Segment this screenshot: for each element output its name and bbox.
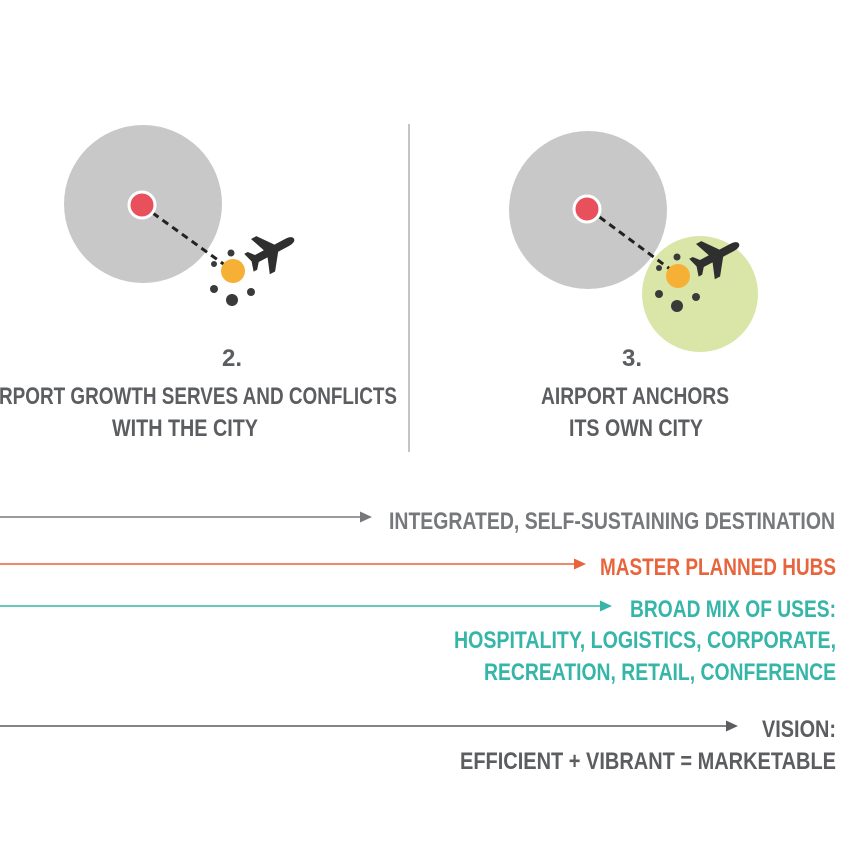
timeline-label-integrated: INTEGRATED, SELF-SUSTAINING DESTINATION [389,508,835,535]
panel-3-cluster-dot [692,293,700,301]
panel-3-cluster-dot [671,300,683,312]
timeline-label-mix-of-uses-line-3: RECREATION, RETAIL, CONFERENCE [484,659,836,686]
panel-2-caption-line-2: WITH THE CITY [112,415,258,442]
panel-3-cluster-dot [656,265,662,271]
timeline-arrow-mix-of-uses [0,600,612,612]
timeline-label-mix-of-uses-line-2: HOSPITALITY, LOGISTICS, CORPORATE, [454,627,836,654]
timeline-arrow-integrated [0,511,372,523]
panel-2-cluster-dot [211,261,217,267]
panel-2-cluster-dot [210,285,218,293]
panel-3-caption-line-1: AIRPORT ANCHORS [541,383,729,410]
panel-2-cluster-dot [247,288,255,296]
panel-2-airport-marker [221,259,245,283]
panel-3-airport-marker [666,264,690,288]
panel-3-connector-line [589,208,675,274]
panel-3-cluster-dot [655,290,663,298]
panel-2-number: 2. [222,345,242,372]
panel-3-caption-line-2: ITS OWN CITY [569,415,703,442]
timeline-arrow-master-planned [0,558,586,570]
panel-2-city-center-marker [127,190,157,220]
panel-2-graphic [64,125,304,306]
panel-3-city-center-marker [572,194,602,224]
timeline-label-vision-line-2: EFFICIENT + VIBRANT = MARKETABLE [460,748,836,775]
panel-3-airport-city-circle [642,236,758,352]
timeline-arrow-vision [0,720,738,732]
panel-3-graphic [509,131,758,352]
panel-3-number: 3. [622,345,642,372]
panel-2-caption-line-1: RPORT GROWTH SERVES AND CONFLICTS [0,383,397,410]
airplane-icon [239,221,304,281]
panel-2-connector-line [142,204,230,270]
panel-2-cluster-dot [226,294,238,306]
timeline-label-mix-of-uses-line-1: BROAD MIX OF USES: [630,596,836,623]
panel-3-cluster-dot [673,253,681,261]
panel-2-cluster-dot [227,249,235,257]
timeline-label-master-planned: MASTER PLANNED HUBS [600,554,836,581]
timeline-label-vision-line-1: VISION: [762,716,836,743]
